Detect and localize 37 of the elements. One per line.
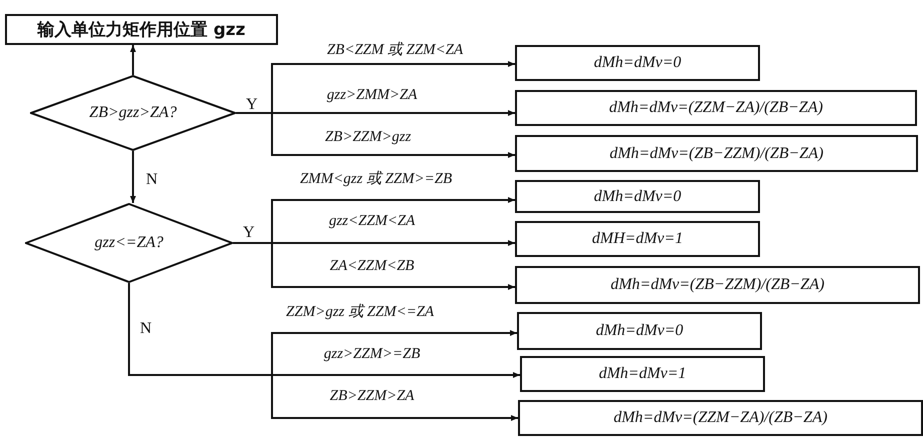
result-box (520, 356, 765, 392)
decision-text: gzz<=ZA? (94, 234, 164, 252)
result-box (515, 135, 918, 172)
result-text: dMh=dMv=0 (596, 322, 684, 340)
result-text: dMh=dMv=1 (598, 365, 686, 383)
connector-arrow (236, 112, 515, 158)
connector-arrow (233, 242, 515, 290)
result-box (515, 266, 920, 304)
result-text: dMH=dMv=1 (592, 230, 683, 248)
result-text: dMh=dMv=(ZB−ZZM)/(ZB−ZA) (610, 276, 824, 294)
edge-label: gzz>ZMM>ZA (324, 87, 420, 104)
edge-label: gzz>ZZM>=ZB (322, 346, 422, 363)
result-text: dMh=dMv=0 (594, 54, 682, 72)
process-text: 输入单位力矩作用位置 gzz (38, 19, 246, 41)
result-box (515, 180, 760, 213)
branch-label: Y (243, 224, 255, 242)
edge-label: ZB>ZZM>gzz (322, 129, 414, 146)
input-box (5, 14, 278, 45)
edge-label: ZB<ZZM 或 ZZM<ZA (324, 40, 466, 59)
result-text: dMh=dMv=(ZB−ZZM)/(ZB−ZA) (610, 144, 824, 162)
result-box (517, 312, 762, 350)
edge-label: ZMM<gzz 或 ZZM>=ZB (298, 169, 454, 188)
result-box (515, 90, 917, 126)
branch-label: Y (246, 96, 258, 114)
result-box (515, 221, 760, 257)
connector-arrow (130, 151, 136, 203)
connector-arrow (130, 45, 136, 75)
branch-label: N (146, 171, 158, 189)
branch-label: N (140, 320, 152, 338)
edge-label: ZZM>gzz 或 ZZM<=ZA (284, 302, 436, 321)
decision-text: ZB>gzz>ZA? (89, 104, 177, 122)
result-box (518, 400, 923, 436)
result-text: dMh=dMv=0 (594, 188, 682, 206)
result-text: dMh=dMv=(ZZM−ZA)/(ZB−ZA) (614, 409, 828, 427)
result-text: dMh=dMv=(ZZM−ZA)/(ZB−ZA) (609, 99, 823, 117)
result-box (515, 45, 760, 81)
edge-label: gzz<ZZM<ZA (326, 213, 418, 230)
